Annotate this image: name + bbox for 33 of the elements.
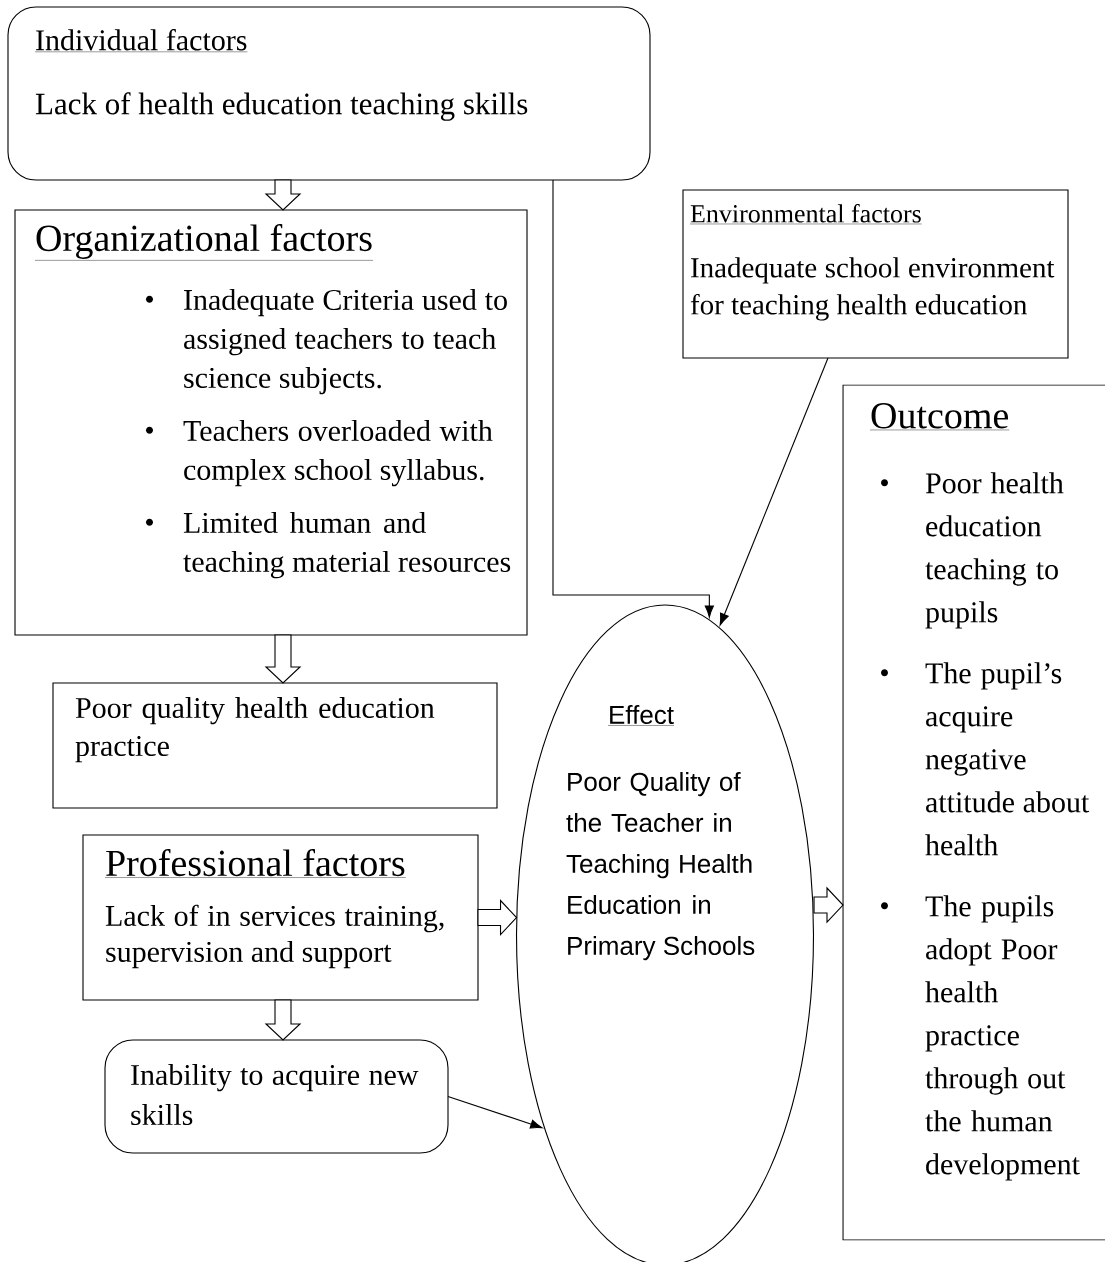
arrow	[719, 357, 829, 626]
bullet-item: Limited human and teaching material resources	[146, 511, 511, 579]
body-text: Poor quality health education practice	[75, 697, 435, 763]
bullet-item: Inadequate Criteria used to assigned teachers to teach science subjects.	[146, 288, 507, 395]
text-box	[842, 384, 1105, 1241]
body-text: Poor Quality of the Teacher in Teaching Health Education in Primary Schools	[566, 772, 755, 961]
rounded-box	[104, 1039, 449, 1154]
text-box	[52, 682, 498, 809]
bullet-item: The pupil’s acquire negative attitude about health	[881, 662, 1090, 856]
block-arrow	[264, 999, 302, 1041]
heading: Outcome	[869, 403, 1010, 431]
text-box	[14, 209, 528, 636]
body-text: Inadequate school environment for teaching health education	[690, 257, 1055, 321]
arrow	[552, 179, 714, 618]
block-arrow	[813, 886, 844, 924]
heading: Effect	[607, 705, 675, 726]
heading: Individual factors	[34, 29, 248, 53]
body-text: Inability to acquire new skills	[131, 1064, 419, 1126]
text-box	[82, 834, 479, 1001]
block-arrow	[264, 634, 302, 684]
body-text: Lack of in services training, supervision and support	[105, 904, 444, 969]
rounded-box	[7, 6, 651, 181]
block-arrow	[264, 179, 302, 211]
bullet-item: Teachers overloaded with complex school syllabus.	[146, 419, 493, 487]
arrow	[447, 1095, 543, 1129]
bullet-item: Poor health education teaching to pupils	[881, 472, 1064, 629]
heading: Professional factors	[104, 849, 406, 878]
heading: Environmental factors	[689, 204, 922, 225]
heading: Organizational factors	[34, 224, 374, 261]
body-text: Lack of health education teaching skills	[35, 92, 528, 121]
bullet-item: The pupils adopt Poor health practice through out the human development	[881, 895, 1080, 1181]
block-arrow	[477, 899, 518, 936]
text-box	[682, 189, 1069, 359]
